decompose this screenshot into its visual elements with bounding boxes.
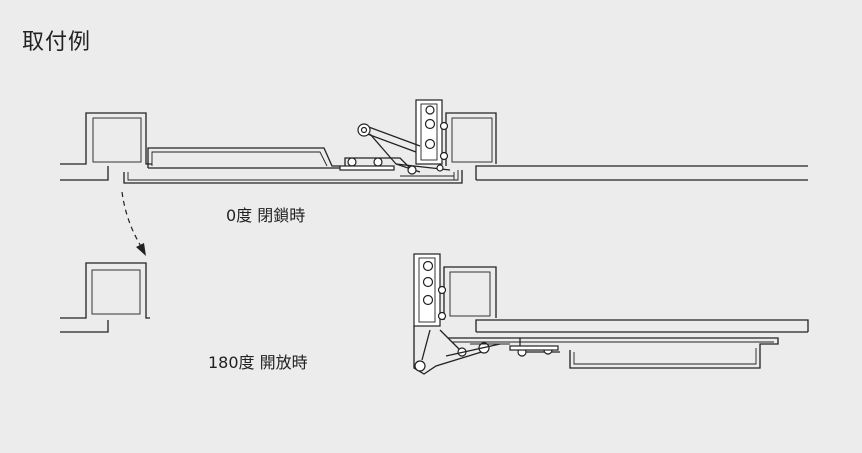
open-hinge-mechanism	[413, 253, 559, 375]
closed-state-caption: 0度 閉鎖時	[226, 206, 306, 225]
open-state-drawing	[60, 253, 809, 375]
closed-door-panel	[123, 147, 463, 184]
closed-right-wall	[445, 112, 808, 181]
open-left-frame	[60, 262, 150, 333]
diagram-title: 取付例	[22, 30, 92, 55]
open-right-wall	[443, 266, 809, 333]
open-state-caption: 180度 開放時	[208, 353, 308, 372]
closed-hinge-mechanism	[339, 99, 455, 180]
open-door-panel	[448, 337, 779, 369]
closed-state-drawing	[60, 99, 808, 256]
swing-direction-arrow	[121, 191, 146, 256]
closed-left-frame	[60, 112, 152, 181]
arrow-head-icon	[136, 243, 146, 256]
